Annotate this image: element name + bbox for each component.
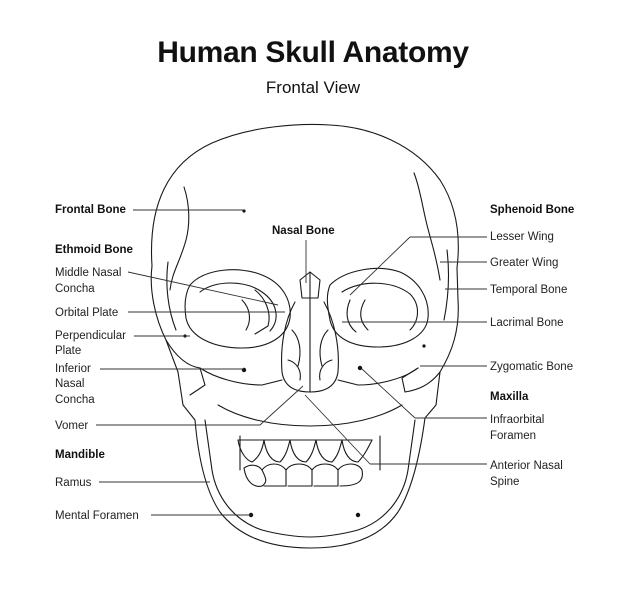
label-infraorbital-foramen-1: Infraorbital: [490, 414, 544, 426]
label-perpendicular-plate-1: Perpendicular: [55, 330, 126, 342]
infraorbital-dot-left: [241, 367, 247, 373]
nasal-cavity: [281, 271, 339, 393]
label-vomer: Vomer: [55, 420, 88, 432]
label-anterior-nasal-spine-1: Anterior Nasal: [490, 460, 563, 472]
label-mandible: Mandible: [55, 449, 105, 461]
label-inferior-nasal-concha-1: Inferior: [55, 363, 91, 375]
skull-outline: [150, 123, 459, 421]
label-ethmoid-bone: Ethmoid Bone: [55, 244, 133, 256]
orbit-dot-right: [422, 344, 426, 348]
label-lesser-wing: Lesser Wing: [490, 231, 554, 243]
label-middle-nasal-concha-1: Middle Nasal: [55, 267, 121, 279]
label-sphenoid-bone: Sphenoid Bone: [490, 204, 574, 216]
label-inferior-nasal-concha-3: Concha: [55, 394, 95, 406]
label-ramus: Ramus: [55, 477, 92, 489]
label-perpendicular-plate-2: Plate: [55, 345, 81, 357]
label-middle-nasal-concha-2: Concha: [55, 283, 95, 295]
maxilla-and-teeth: [199, 367, 419, 487]
leader-lines: [96, 209, 487, 516]
label-nasal-bone: Nasal Bone: [272, 225, 335, 237]
label-lacrimal-bone: Lacrimal Bone: [490, 317, 564, 329]
label-orbital-plate: Orbital Plate: [55, 307, 118, 319]
label-frontal-bone: Frontal Bone: [55, 204, 126, 216]
label-zygomatic-bone: Zygomatic Bone: [490, 361, 573, 373]
label-temporal-bone: Temporal Bone: [490, 284, 567, 296]
orbits: [184, 267, 429, 349]
label-infraorbital-foramen-2: Foramen: [490, 430, 536, 442]
label-mental-foramen: Mental Foramen: [55, 510, 139, 522]
diagram-subtitle: Frontal View: [265, 78, 361, 97]
label-anterior-nasal-spine-2: Spine: [490, 476, 519, 488]
mandible: [194, 417, 426, 549]
label-inferior-nasal-concha-2: Nasal: [55, 378, 84, 390]
diagram-title: Human Skull Anatomy: [157, 36, 469, 69]
mental-foramen-dot-right: [355, 512, 361, 518]
label-maxilla: Maxilla: [490, 391, 529, 403]
label-greater-wing: Greater Wing: [490, 257, 558, 269]
infraorbital-dot-right: [357, 365, 363, 371]
